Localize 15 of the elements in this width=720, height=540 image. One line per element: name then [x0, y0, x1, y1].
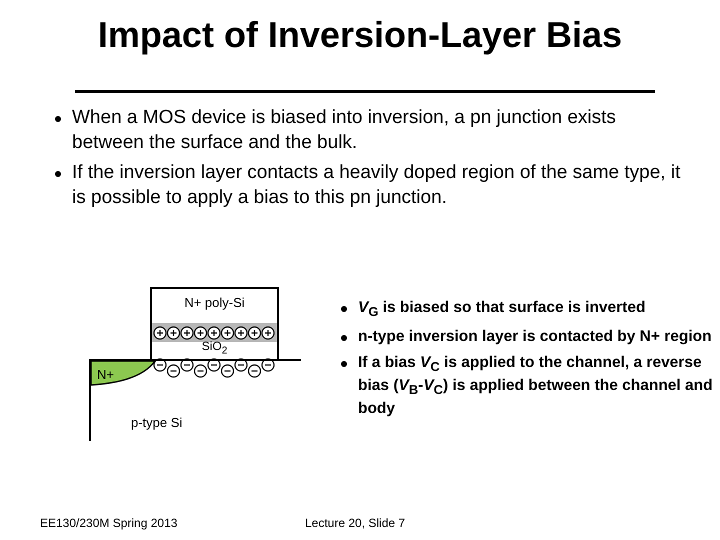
region-label: SiO$_{2}$ — [200, 339, 228, 356]
gate-box — [150, 287, 279, 324]
region-label: N+ poly-Si — [183, 295, 246, 310]
region-label: N+ — [97, 367, 114, 382]
substrate-region — [89, 359, 301, 441]
bullet-text: When a MOS device is biased into inversion, a pn junction exists between the surface and the bulk. — [72, 107, 616, 153]
bullet-text: If a bias V$_{C}$ is applied to the channel, a reverse bias (V$_{B}$-V$_{C}$) is applied between the channel and body — [358, 354, 713, 417]
oxide-box — [150, 323, 279, 361]
bullet-text: If the inversion layer contacts a heavily doped region of the same type, it is possible to apply a bias to this pn junction. — [72, 162, 680, 208]
region-label: p-type Si — [131, 415, 182, 430]
footer-text: Lecture 20, Slide 7 — [305, 516, 406, 530]
slide-title: Impact of Inversion-Layer Bias — [96, 14, 624, 56]
bullet-text: V$_{G}$ is biased so that surface is inverted — [358, 299, 646, 316]
bullet-text: n-type inversion layer is contacted by N+ region — [358, 328, 712, 345]
footer-text: EE130/230M Spring 2013 — [40, 516, 178, 530]
